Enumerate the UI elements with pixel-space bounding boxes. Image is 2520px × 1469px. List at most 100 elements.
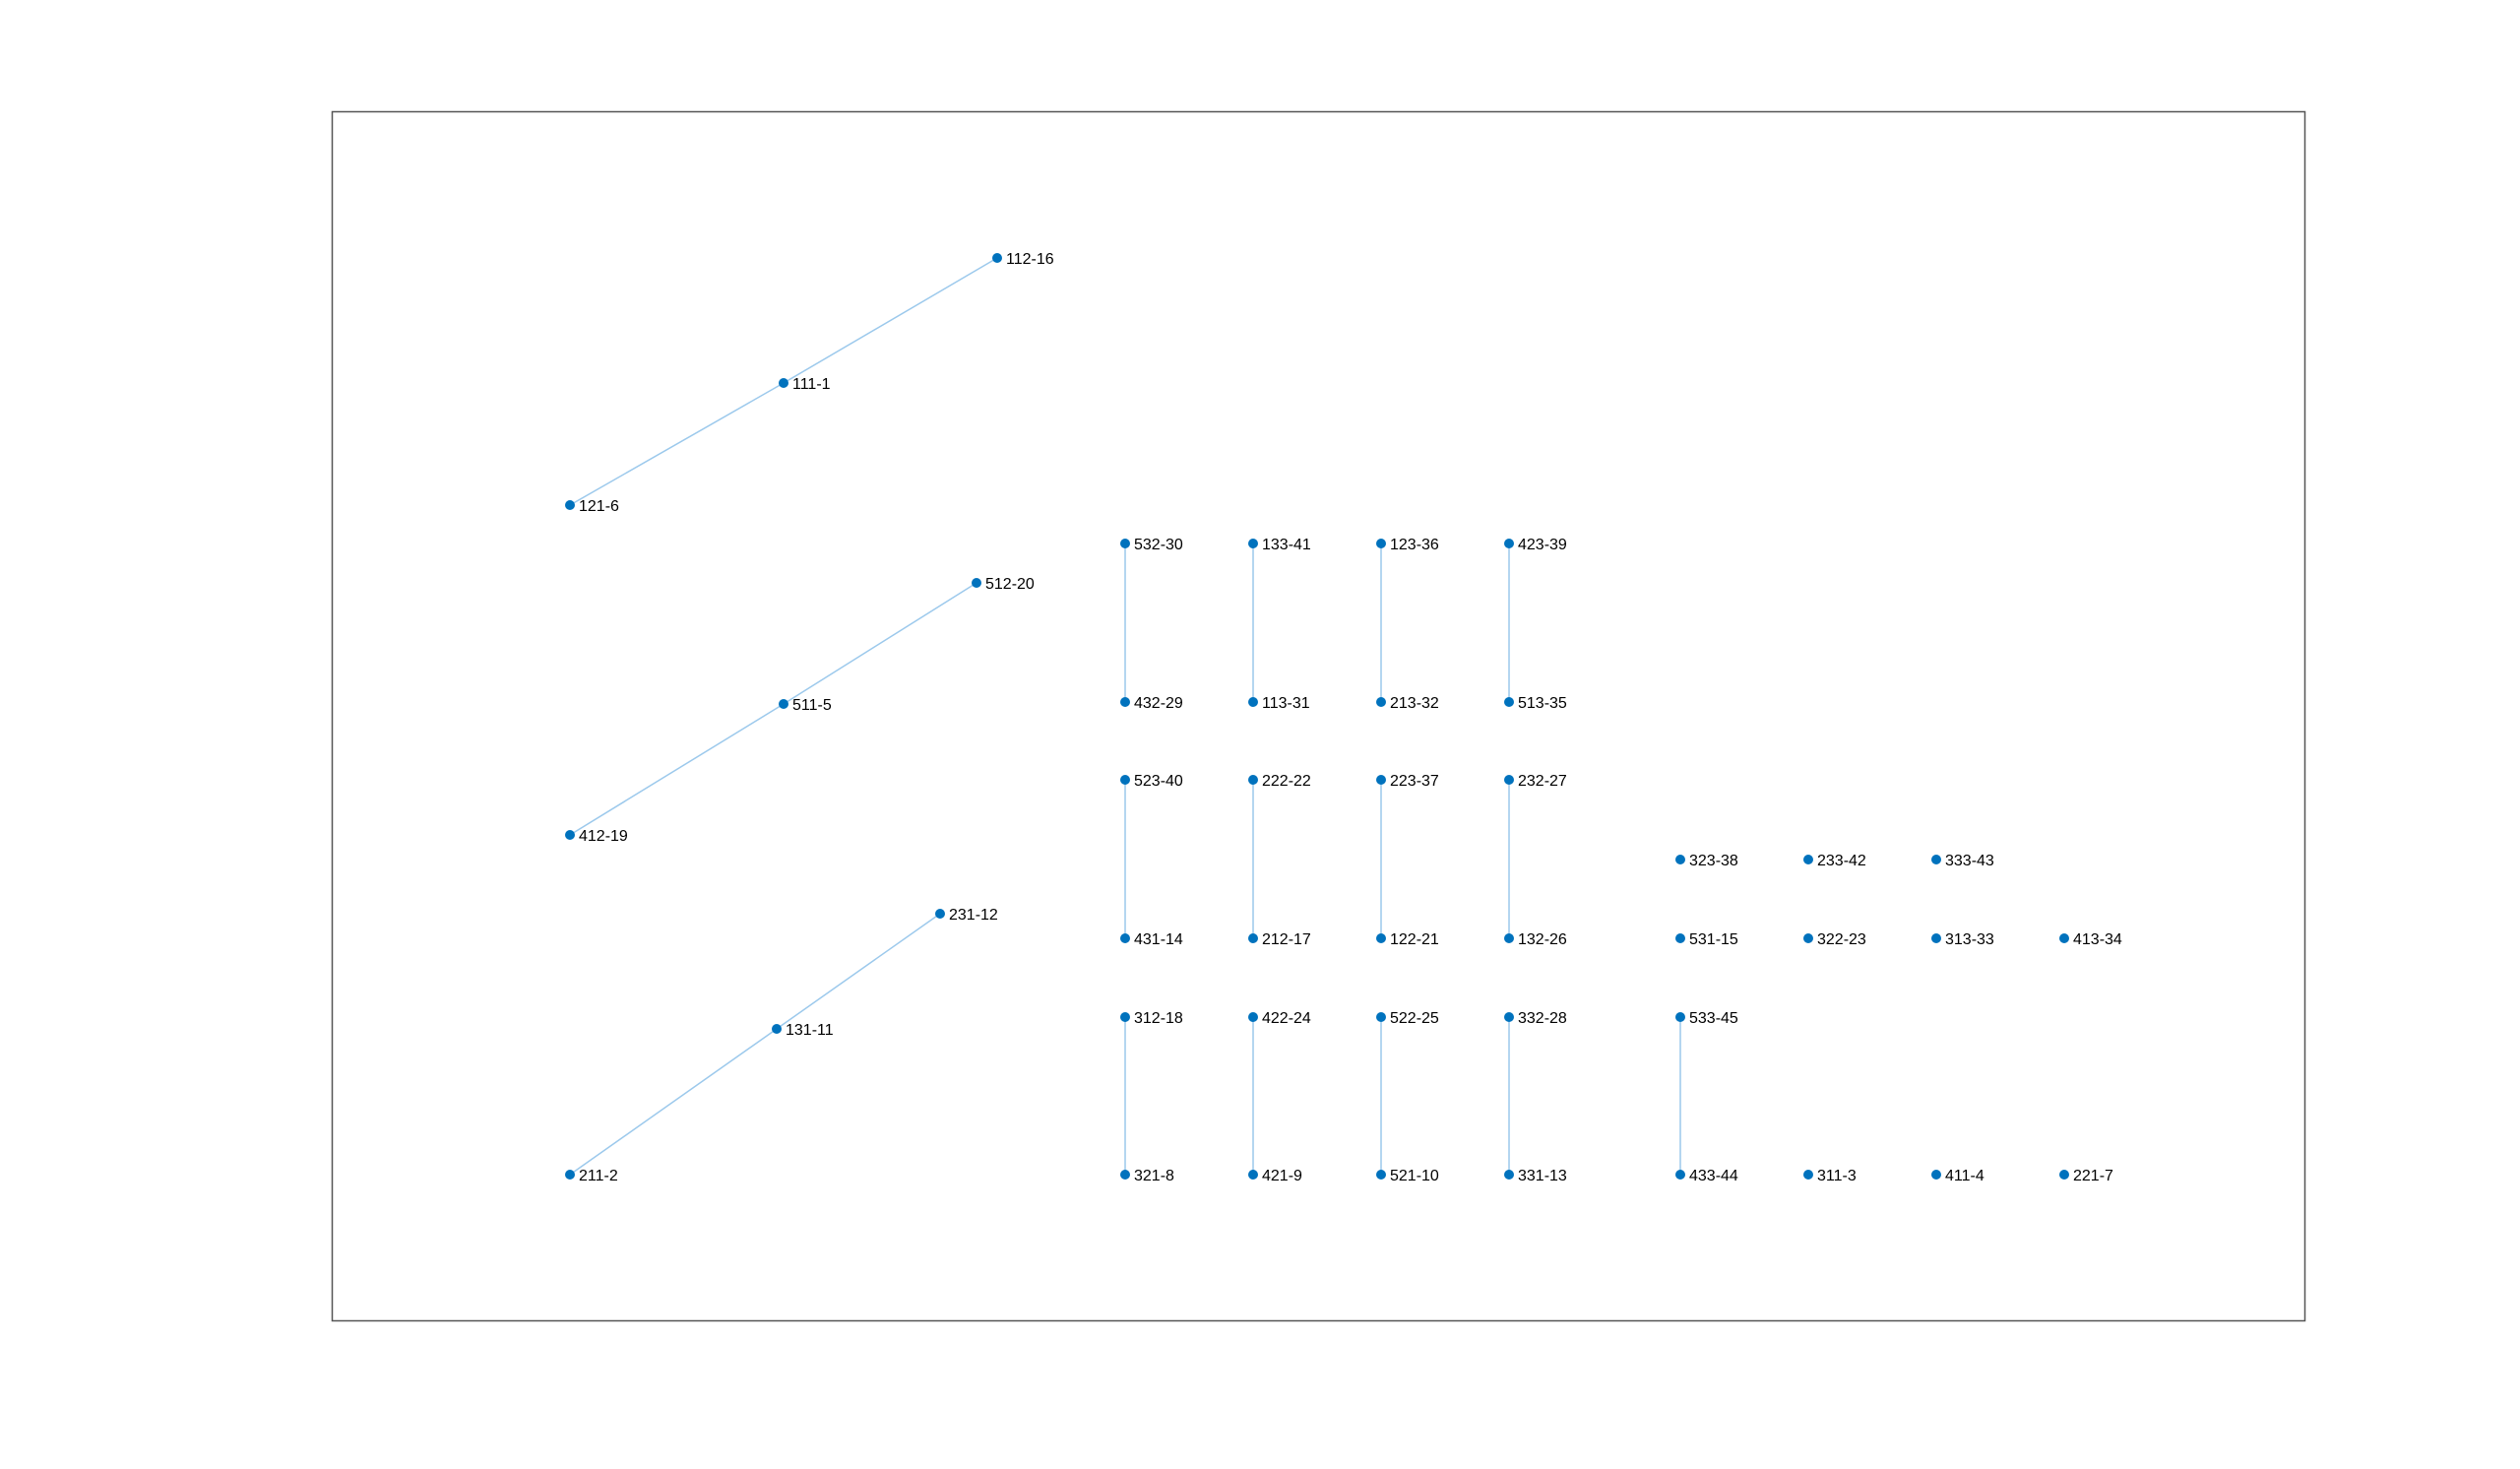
node-331-13: 331-13 [1504,1168,1567,1184]
node-label: 113-31 [1262,695,1310,712]
node-marker [935,909,945,919]
node-123-36: 123-36 [1376,537,1439,553]
node-marker [1376,539,1386,548]
node-label: 531-15 [1689,931,1738,948]
node-413-34: 413-34 [2059,931,2122,948]
node-label: 223-37 [1390,773,1439,790]
node-marker [1248,697,1258,707]
node-label: 412-19 [579,828,628,845]
node-marker [1248,933,1258,943]
node-layer: 112-16 111-1 121-6 512-20 511-5 412-19 231-12 1… [565,251,2122,1184]
node-label: 123-36 [1390,537,1439,553]
node-231-12: 231-12 [935,907,998,924]
node-marker [1504,1012,1514,1022]
node-531-15: 531-15 [1675,931,1738,948]
node-label: 332-28 [1518,1010,1567,1027]
node-412-19: 412-19 [565,828,628,845]
node-marker [972,578,981,588]
node-233-42: 233-42 [1803,853,1866,869]
node-label: 432-29 [1134,695,1183,712]
node-marker [1376,697,1386,707]
node-marker [1931,855,1941,864]
node-221-7: 221-7 [2059,1168,2113,1184]
node-333-43: 333-43 [1931,853,1994,869]
node-marker [1248,1170,1258,1180]
node-222-22: 222-22 [1248,773,1311,790]
node-323-38: 323-38 [1675,853,1738,869]
node-marker [1675,933,1685,943]
edge-412-19-511-5 [569,703,785,836]
node-marker [2059,933,2069,943]
node-marker [1504,775,1514,785]
node-132-26: 132-26 [1504,931,1567,948]
node-label: 212-17 [1262,931,1311,948]
plot-frame [331,110,2306,1322]
node-label: 221-7 [2073,1168,2113,1184]
node-122-21: 122-21 [1376,931,1439,948]
node-532-30: 532-30 [1120,537,1183,553]
node-512-20: 512-20 [972,576,1035,593]
node-112-16: 112-16 [992,251,1054,268]
node-label: 133-41 [1262,537,1311,553]
node-label: 121-6 [579,498,619,515]
edge-511-5-512-20 [783,582,977,705]
node-marker [992,253,1002,263]
node-marker [1120,539,1130,548]
node-label: 421-9 [1262,1168,1302,1184]
node-113-31: 113-31 [1248,695,1310,712]
node-label: 331-13 [1518,1168,1567,1184]
node-label: 111-1 [792,376,831,393]
node-label: 411-4 [1945,1168,1984,1184]
node-223-37: 223-37 [1376,773,1439,790]
node-422-24: 422-24 [1248,1010,1311,1027]
node-marker [1120,697,1130,707]
node-marker [1675,855,1685,864]
node-label: 333-43 [1945,853,1994,869]
node-label: 132-26 [1518,931,1567,948]
edge-211-2-131-11 [569,1028,778,1176]
node-322-23: 322-23 [1803,931,1866,948]
node-label: 323-38 [1689,853,1738,869]
node-label: 313-33 [1945,931,1994,948]
node-label: 321-8 [1134,1168,1174,1184]
node-432-29: 432-29 [1120,695,1183,712]
node-marker [1120,1170,1130,1180]
node-label: 521-10 [1390,1168,1439,1184]
node-marker [1120,933,1130,943]
node-marker [779,699,788,709]
node-marker [565,830,575,840]
node-marker [1803,933,1813,943]
node-label: 312-18 [1134,1010,1183,1027]
node-marker [1376,933,1386,943]
node-111-1: 111-1 [779,376,831,393]
node-marker [565,500,575,510]
node-232-27: 232-27 [1504,773,1567,790]
node-label: 433-44 [1689,1168,1738,1184]
node-marker [1504,1170,1514,1180]
node-211-2: 211-2 [565,1168,618,1184]
node-311-3: 311-3 [1803,1168,1857,1184]
node-marker [779,378,788,388]
node-522-25: 522-25 [1376,1010,1439,1027]
node-431-14: 431-14 [1120,931,1183,948]
node-label: 232-27 [1518,773,1567,790]
node-label: 231-12 [949,907,998,924]
node-label: 233-42 [1817,853,1866,869]
node-213-32: 213-32 [1376,695,1439,712]
node-marker [1120,775,1130,785]
node-label: 211-2 [579,1168,618,1184]
node-marker [1504,697,1514,707]
node-332-28: 332-28 [1504,1010,1567,1027]
node-label: 523-40 [1134,773,1183,790]
edge-layer [569,257,1681,1176]
node-label: 413-34 [2073,931,2122,948]
node-marker [1248,775,1258,785]
node-marker [2059,1170,2069,1180]
node-marker [772,1024,782,1034]
node-521-10: 521-10 [1376,1168,1439,1184]
node-label: 311-3 [1817,1168,1857,1184]
node-121-6: 121-6 [565,498,619,515]
node-133-41: 133-41 [1248,537,1311,553]
node-511-5: 511-5 [779,697,832,714]
node-label: 213-32 [1390,695,1439,712]
